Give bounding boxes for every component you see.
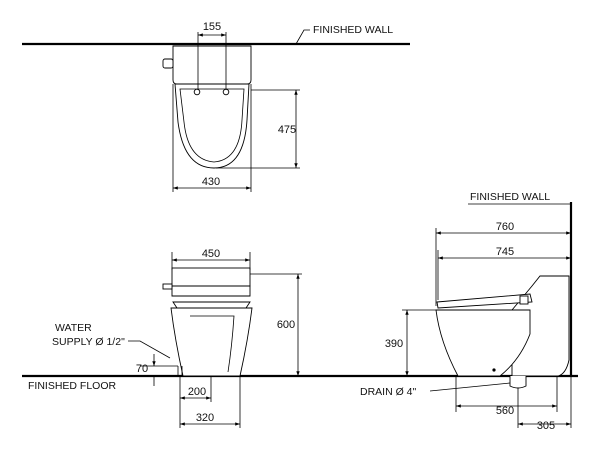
- dim-label-155: 155: [203, 21, 221, 33]
- bowl-top-view: [174, 83, 250, 169]
- dim-label-320: 320: [196, 412, 214, 424]
- dim-label-745: 745: [496, 246, 514, 258]
- finished-floor-label: FINISHED FLOOR: [28, 380, 117, 392]
- drain-leader: [429, 382, 511, 392]
- fixing-bolt-left: [193, 88, 201, 96]
- bowl-front-view: [170, 307, 253, 377]
- front-view: 450 600 WATER SUPPLY Ø 1/2" 70 200 320: [52, 248, 302, 428]
- seat-front-view: [172, 301, 251, 309]
- finished-wall-label-top: FINISHED WALL: [313, 24, 393, 36]
- tank-front-view: [171, 267, 251, 287]
- dim-label-200: 200: [188, 386, 206, 398]
- lid-front-view: [171, 285, 251, 297]
- tank-top-view: [172, 45, 252, 85]
- bowl-side-view: [435, 309, 531, 377]
- dim-label-475: 475: [278, 124, 296, 136]
- water-supply-leader: [128, 340, 171, 359]
- water-inlet-stub: [162, 58, 174, 69]
- side-view: FINISHED WALL DRAIN Ø 4" 760 745 390 560: [360, 191, 573, 432]
- drain-label: DRAIN Ø 4": [360, 386, 417, 398]
- water-supply-label-2: SUPPLY Ø 1/2": [52, 336, 125, 348]
- top-view: FINISHED WALL 155 475 430: [22, 21, 410, 192]
- drain-outlet: [509, 376, 527, 389]
- drain-marker-dot: [492, 368, 496, 372]
- dim-label-305: 305: [537, 420, 555, 432]
- fixing-bolt-right: [222, 88, 230, 96]
- seat-side-view: [436, 293, 533, 309]
- dim-label-450: 450: [202, 248, 220, 260]
- seat-hinge-side: [519, 295, 529, 305]
- floor: FINISHED FLOOR: [22, 374, 578, 392]
- dim-label-390: 390: [385, 338, 403, 350]
- dim-label-760: 760: [496, 221, 514, 233]
- flush-button-front: [162, 283, 173, 290]
- dim-label-70: 70: [136, 363, 148, 375]
- dim-label-600: 600: [277, 319, 295, 331]
- water-supply-label-1: WATER: [55, 322, 92, 334]
- finished-wall-leader-top: [295, 29, 310, 45]
- dim-label-560: 560: [496, 405, 514, 417]
- pedestal-front-view: [190, 315, 235, 373]
- bowl-inner-rim: [179, 88, 245, 163]
- dim-label-430: 430: [202, 176, 220, 188]
- water-supply-pipe: [177, 366, 183, 376]
- finished-wall-label-side: FINISHED WALL: [470, 191, 550, 203]
